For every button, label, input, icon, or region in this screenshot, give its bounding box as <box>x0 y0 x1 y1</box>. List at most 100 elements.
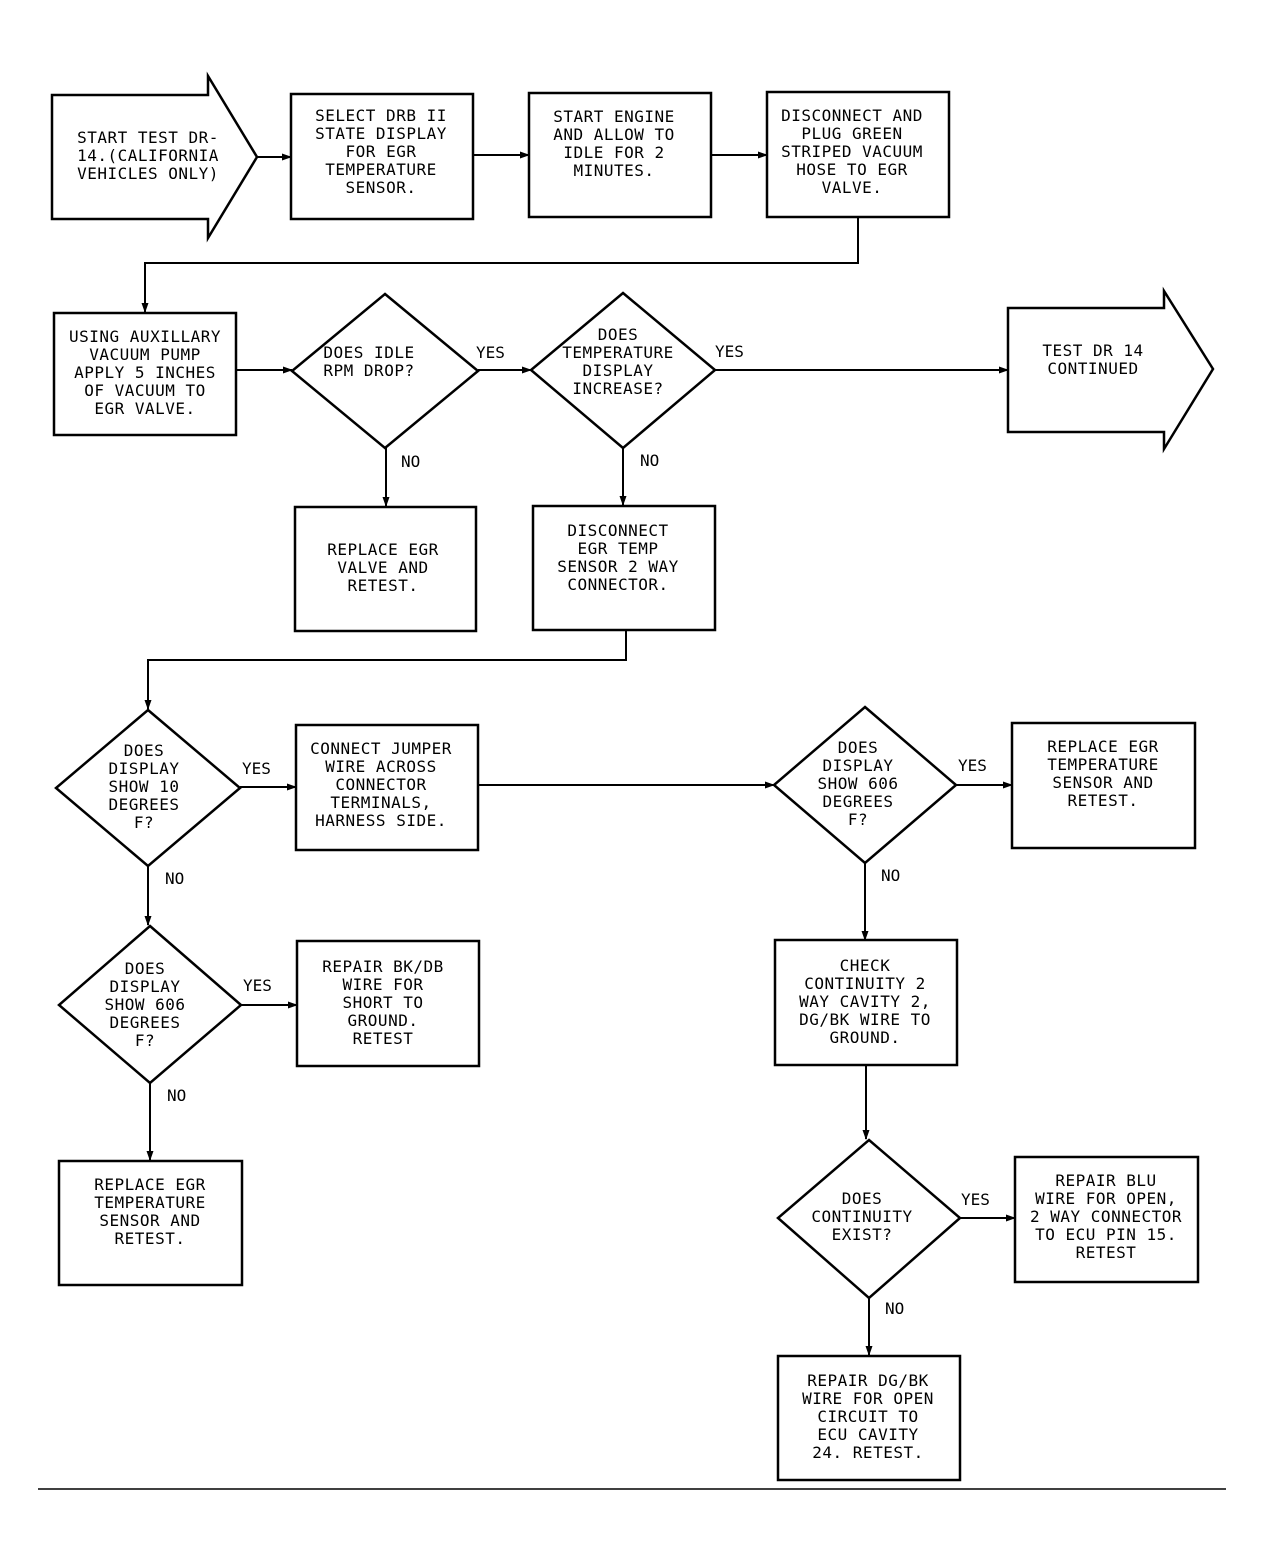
node-text-line: TEMPERATURE <box>325 160 436 179</box>
node-text-line: STRIPED VACUUM <box>781 142 923 161</box>
node-text-line: HOSE TO EGR <box>796 160 907 179</box>
label-no-temp: NO <box>640 451 659 470</box>
node-text-line: AND ALLOW TO <box>553 125 675 144</box>
node-text-line: TEMPERATURE <box>94 1193 205 1212</box>
node-text-line: CONTINUITY 2 <box>804 974 926 993</box>
rpm-drop-decision <box>290 292 480 450</box>
node-text-line: RETEST. <box>115 1229 186 1248</box>
select-display-box <box>289 92 475 221</box>
node-text-line: EGR VALVE. <box>94 399 195 418</box>
show-10-decision <box>54 708 242 868</box>
node-text-line: RETEST <box>353 1029 414 1048</box>
node-text-line: CHECK <box>840 956 891 975</box>
node-text-line: REPAIR DG/BK <box>807 1371 929 1390</box>
label-no-606-right: NO <box>881 866 900 885</box>
node-text-line: DISPLAY <box>109 759 180 778</box>
node-text-line: SHOW 606 <box>817 774 898 793</box>
node-text-line: SHOW 606 <box>104 995 185 1014</box>
node-text-line: DOES IDLE <box>323 343 414 362</box>
node-text-line: F? <box>135 1031 155 1050</box>
node-text-line: IDLE FOR 2 <box>563 143 664 162</box>
node-text-line: ECU CAVITY <box>817 1425 918 1444</box>
node-text-line: VEHICLES ONLY) <box>77 164 219 183</box>
node-text-line: DOES <box>125 959 166 978</box>
node-text-line: RETEST <box>1076 1243 1137 1262</box>
node-text-line: TEST DR 14 <box>1042 341 1143 360</box>
start-arrow-shape <box>50 71 259 243</box>
node-text-line: RETEST. <box>1068 791 1139 810</box>
node-text-line: TO ECU PIN 15. <box>1035 1225 1177 1244</box>
node-text-line: 24. RETEST. <box>812 1443 923 1462</box>
node-text-line: DOES <box>838 738 879 757</box>
node-text-line: DISPLAY <box>583 361 654 380</box>
node-text-line: DOES <box>124 741 165 760</box>
label-yes-rpm: YES <box>476 343 505 362</box>
connectors <box>141 151 1016 1356</box>
repair-blu-box <box>1013 1155 1200 1284</box>
node-text-line: TERMINALS, <box>330 793 431 812</box>
node-text-line: APPLY 5 INCHES <box>74 363 216 382</box>
node-text-line: DISCONNECT <box>567 521 668 540</box>
label-yes-continuity: YES <box>961 1190 990 1209</box>
node-text-line: CONTINUITY <box>811 1207 912 1226</box>
node-text-line: INCREASE? <box>572 379 663 398</box>
node-text-line: SENSOR. <box>346 178 417 197</box>
node-text-line: RETEST. <box>348 576 419 595</box>
label-no-606-left: NO <box>167 1086 186 1105</box>
node-text-line: VACUUM PUMP <box>89 345 200 364</box>
node-text-line: USING AUXILLARY <box>69 327 221 346</box>
node-text-line: OF VACUUM TO <box>84 381 206 400</box>
show-606-right-decision <box>772 705 958 865</box>
node-text-line: EXIST? <box>832 1225 893 1244</box>
node-text-line: F? <box>134 813 154 832</box>
node-text-line: REPLACE EGR <box>1047 737 1158 756</box>
node-text-line: REPAIR BLU <box>1055 1171 1156 1190</box>
node-text-line: CONTINUED <box>1047 359 1138 378</box>
node-text-line: REPAIR BK/DB <box>322 957 444 976</box>
node-text-line: REPLACE EGR <box>327 540 438 559</box>
repair-bkdb-box <box>295 939 481 1068</box>
node-text-line: RPM DROP? <box>323 361 414 380</box>
show-606-left-decision <box>57 924 243 1085</box>
node-text-line: DISPLAY <box>823 756 894 775</box>
repair-dgbk-box <box>776 1354 962 1482</box>
node-text-line: WIRE FOR <box>342 975 423 994</box>
replace-valve-box <box>293 505 478 633</box>
disconnect-hose-box <box>765 90 951 219</box>
node-text-line: START ENGINE <box>553 107 675 126</box>
node-text-line: TEMPERATURE <box>562 343 673 362</box>
node-text-line: DEGREES <box>823 792 894 811</box>
node-text-line: SENSOR AND <box>99 1211 200 1230</box>
start-engine-box <box>527 91 713 219</box>
node-text-line: CONNECTOR <box>335 775 426 794</box>
node-text-line: SELECT DRB II <box>315 106 447 125</box>
node-text-line: MINUTES. <box>573 161 654 180</box>
connect-jumper-box <box>294 723 480 852</box>
continued-arrow-shape <box>1006 286 1215 454</box>
check-continuity-box <box>773 938 959 1067</box>
node-text-line: WAY CAVITY 2, <box>799 992 931 1011</box>
node-text-line: TEMPERATURE <box>1047 755 1158 774</box>
node-text-line: DOES <box>598 325 639 344</box>
replace-sensor-right-box <box>1010 721 1197 850</box>
node-text-line: 14.(CALIFORNIA <box>77 146 219 165</box>
